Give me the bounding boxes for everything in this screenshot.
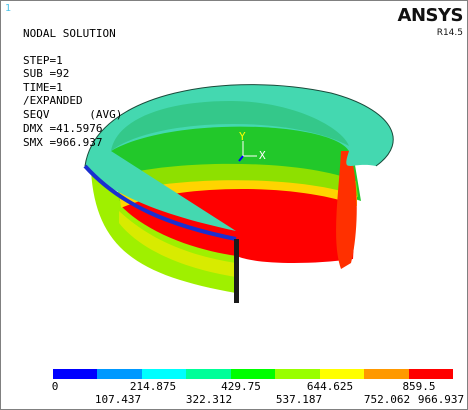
info-smx: SMX =966.937: [23, 136, 103, 149]
legend-band-0: [53, 369, 98, 379]
info-step: STEP=1: [23, 54, 63, 67]
info-dmx: DMX =41.5976: [23, 122, 103, 135]
triad-y-label: Y: [239, 130, 246, 143]
legend-label-top-2: 429.75: [221, 380, 261, 393]
legend-label-bottom-4: 966.937: [417, 393, 465, 406]
legend-label-bottom-3: 752.062: [363, 393, 411, 406]
cup-inner-wall-yellow: [119, 180, 357, 208]
legend-label-bottom-2: 537.187: [275, 393, 323, 406]
info-expanded: /EXPANDED: [23, 94, 83, 107]
cup-rim-outline: [84, 84, 394, 167]
ansys-version: R14.5: [436, 28, 463, 38]
window-number: 1: [5, 3, 12, 14]
cup-outer-wall-band: [119, 211, 236, 277]
info-time: TIME=1: [23, 81, 63, 94]
legend-band-4: [230, 369, 276, 379]
legend-label-top-0: 0: [51, 380, 59, 393]
triad-x-label: X: [259, 149, 266, 162]
contour-legend-bar: [53, 369, 453, 379]
legend-band-2: [141, 369, 187, 379]
legend-label-bottom-0: 107.437: [94, 393, 142, 406]
legend-label-top-1: 214.875: [129, 380, 177, 393]
cup-rim-edge: [83, 164, 237, 241]
legend-band-1: [97, 369, 142, 379]
info-sub: SUB =92: [23, 67, 70, 80]
info-seqv: SEQV (AVG): [23, 108, 123, 121]
plot-title: NODAL SOLUTION: [23, 27, 116, 40]
cup-rim-inner: [111, 101, 349, 151]
legend-label-top-4: 859.5: [402, 380, 436, 393]
legend-band-6: [319, 369, 365, 379]
cup-cut-face: [234, 239, 239, 303]
ansys-logo: ANSYS: [397, 5, 464, 26]
legend-label-bottom-1: 322.312: [185, 393, 233, 406]
legend-band-3: [186, 369, 231, 379]
cup-right-wall: [336, 151, 357, 269]
legend-band-8: [408, 369, 453, 379]
legend-label-top-3: 644.625: [306, 380, 354, 393]
legend-band-5: [275, 369, 320, 379]
legend-band-7: [364, 369, 409, 379]
axis-triad: Y X: [238, 130, 266, 162]
